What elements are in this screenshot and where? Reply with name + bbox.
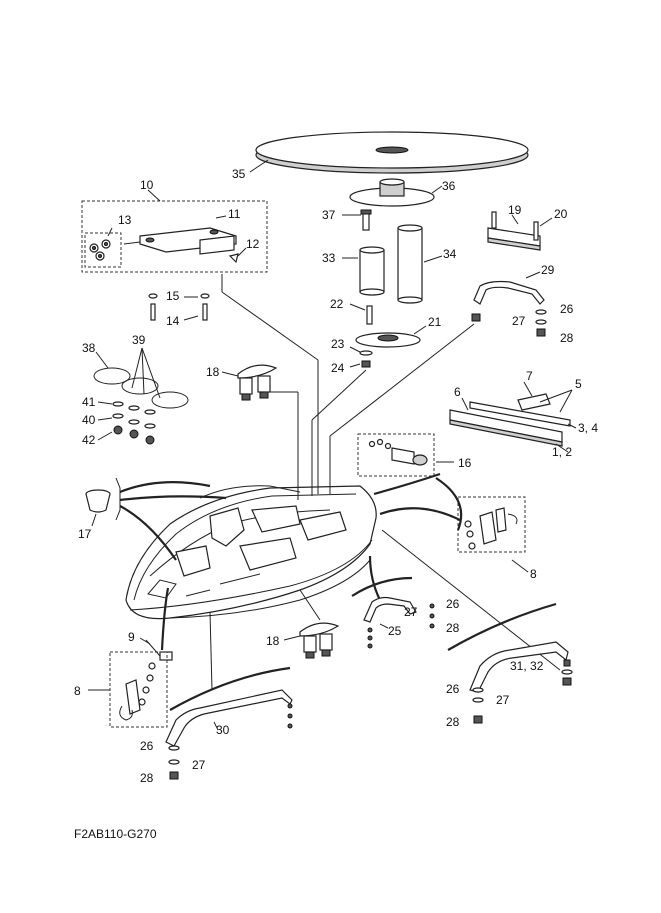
- label-3-4: 3, 4: [578, 421, 598, 435]
- label-13: 13: [118, 213, 132, 227]
- label-42: 42: [82, 433, 96, 447]
- label-22: 22: [330, 297, 344, 311]
- screw-part-12: [228, 253, 239, 264]
- label-28d: 28: [140, 771, 154, 785]
- pedestal-base-flange-part: [355, 332, 421, 348]
- cup-holder-rings-part-38: [93, 367, 189, 409]
- label-34: 34: [443, 247, 457, 261]
- label-31-32: 31, 32: [510, 659, 544, 673]
- label-38: 38: [82, 341, 96, 355]
- label-5: 5: [575, 377, 582, 391]
- tie-down-hardware-part-8b: [119, 662, 156, 721]
- bolt-part-37: [360, 209, 372, 231]
- label-28c: 28: [446, 715, 460, 729]
- label-17: 17: [78, 527, 92, 541]
- cup-holder-fasteners: [112, 401, 156, 445]
- label-37: 37: [322, 208, 336, 222]
- pedestal-top-flange-part: [349, 178, 435, 207]
- label-26b: 26: [446, 597, 460, 611]
- label-27a: 27: [512, 314, 526, 328]
- seat-bracket-part-19: [487, 211, 541, 251]
- diagram-code: F2AB110-G270: [74, 827, 157, 841]
- label-33: 33: [322, 251, 336, 265]
- hardware-kit-part-16: [368, 438, 428, 466]
- label-16: 16: [458, 456, 472, 470]
- label-28b: 28: [446, 621, 460, 635]
- label-26d: 26: [140, 739, 154, 753]
- nut-part-28a: [536, 328, 546, 337]
- screw-part-14a: [150, 303, 156, 321]
- bolt-part-22: [366, 305, 373, 325]
- fasteners-30: [168, 703, 293, 780]
- label-19: 19: [508, 203, 522, 217]
- label-41: 41: [82, 395, 96, 409]
- washer-part-27a: [535, 319, 547, 325]
- label-15: 15: [166, 289, 180, 303]
- label-1-2: 1, 2: [552, 445, 572, 459]
- plate-part-7: [517, 393, 551, 411]
- label-9: 9: [128, 630, 135, 644]
- label-29: 29: [541, 263, 555, 277]
- label-27d: 27: [192, 758, 206, 772]
- cup-holder-part-17: [85, 489, 111, 513]
- label-25: 25: [388, 624, 402, 638]
- label-30: 30: [216, 723, 230, 737]
- label-27c: 27: [496, 693, 510, 707]
- label-18b: 18: [266, 634, 280, 648]
- label-11: 11: [228, 207, 241, 221]
- long-pedestal-tube-part: [397, 224, 423, 304]
- sub-box-13: [84, 232, 122, 268]
- label-8a: 8: [530, 567, 537, 581]
- bracket-set-part-13: [89, 239, 111, 261]
- label-8b: 8: [74, 684, 81, 698]
- washer-part-26a: [535, 309, 547, 315]
- washer-part-15b: [200, 293, 210, 299]
- label-21: 21: [428, 315, 442, 329]
- cleat-part-18a: [237, 364, 278, 401]
- assembly-box-8a: [457, 496, 526, 553]
- label-35: 35: [232, 167, 246, 181]
- label-6: 6: [454, 385, 461, 399]
- label-27b: 27: [404, 605, 418, 619]
- label-40: 40: [82, 413, 96, 427]
- cleat-part-18b: [299, 622, 340, 659]
- table-bracket-part-11: [123, 227, 237, 255]
- bracket-part-9: [159, 651, 173, 661]
- label-26c: 26: [446, 682, 460, 696]
- nut-part-handle: [471, 313, 481, 322]
- assembly-box-8b: [109, 651, 168, 728]
- label-26a: 26: [560, 302, 574, 316]
- washer-part-23: [359, 350, 373, 356]
- screw-part-14b: [202, 303, 208, 321]
- label-7: 7: [526, 369, 533, 383]
- grab-handle-part-30: [165, 689, 293, 747]
- label-23: 23: [331, 337, 345, 351]
- short-pedestal-tube-part: [359, 246, 385, 296]
- label-12: 12: [246, 237, 260, 251]
- label-10: 10: [140, 178, 154, 192]
- grab-handle-part-29: [473, 280, 545, 305]
- label-14: 14: [166, 314, 180, 328]
- boat-hull: [125, 485, 377, 620]
- grab-handle-part-25: [363, 596, 417, 623]
- fasteners-25: [367, 603, 435, 649]
- assembly-box-16: [357, 433, 435, 477]
- rail-part-3-4: [469, 401, 571, 427]
- label-20: 20: [554, 207, 568, 221]
- leader-cables: [119, 472, 463, 651]
- label-36: 36: [442, 179, 456, 193]
- table-top-part: [255, 131, 529, 174]
- assembly-box-10: [81, 200, 268, 273]
- label-18a: 18: [206, 365, 220, 379]
- label-39: 39: [132, 333, 146, 347]
- rail-part-1-2: [449, 409, 563, 447]
- nut-part-24: [361, 360, 371, 368]
- label-28a: 28: [560, 331, 574, 345]
- tie-down-hardware-part-8a: [464, 507, 518, 550]
- washer-part-15a: [148, 293, 158, 299]
- label-24: 24: [331, 361, 345, 375]
- fasteners-31: [472, 659, 573, 724]
